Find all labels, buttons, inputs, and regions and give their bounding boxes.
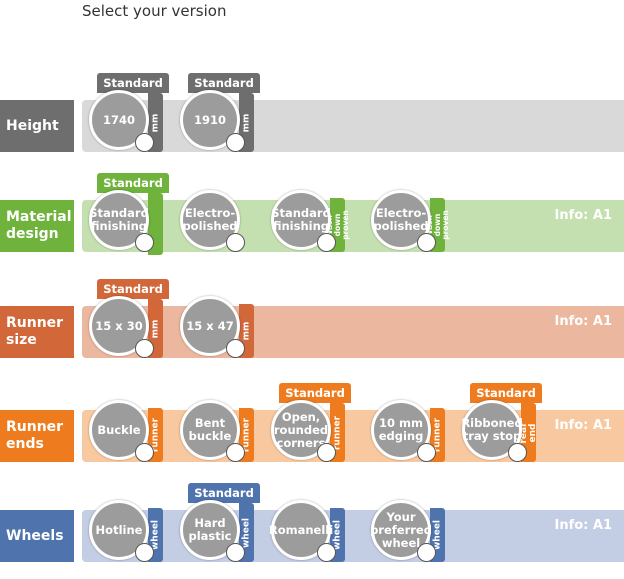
- option-radio[interactable]: [135, 543, 154, 562]
- option-label: Your preferred wheel: [370, 509, 432, 550]
- option-label: 1740: [102, 112, 135, 127]
- option-disc[interactable]: Open, rounded corners: [271, 400, 331, 460]
- option-disc[interactable]: Standard finishing: [271, 190, 331, 250]
- info-link[interactable]: Info: A1: [554, 314, 612, 329]
- option-height-2[interactable]: Standard mm 1910: [173, 73, 261, 152]
- option-label: Buckle: [97, 422, 141, 437]
- standard-badge: Standard: [470, 383, 542, 403]
- option-radio[interactable]: [226, 443, 245, 462]
- row-label-text: Height: [6, 117, 59, 134]
- option-radio[interactable]: [417, 543, 436, 562]
- row-band-height: [82, 100, 624, 152]
- option-disc[interactable]: Bent buckle: [180, 400, 240, 460]
- standard-badge: Standard: [97, 173, 169, 193]
- option-radio[interactable]: [417, 443, 436, 462]
- option-label: Romanelli: [268, 522, 334, 537]
- row-height: Height Standard mm 1740 Standard mm 1910: [0, 73, 624, 152]
- option-wheels-2[interactable]: Standard wheel Hard plastic: [173, 483, 261, 562]
- option-label: Hard plastic: [188, 516, 232, 543]
- row-label-runner_ends: Runner ends: [0, 410, 74, 462]
- row-band-material: [82, 200, 624, 252]
- row-label-runner_size: Runner size: [0, 306, 74, 358]
- standard-badge: Standard: [279, 383, 351, 403]
- row-band-runner_size: [82, 306, 624, 358]
- option-label: Electro- polished: [373, 206, 429, 233]
- option-label: Open, rounded corners: [273, 409, 329, 450]
- option-tab-text: runner: [332, 415, 342, 450]
- standard-badge: Standard: [97, 73, 169, 93]
- option-radio[interactable]: [135, 339, 154, 358]
- info-link[interactable]: Info: A1: [554, 418, 612, 433]
- option-height-1[interactable]: Standard mm 1740: [82, 73, 170, 152]
- row-wheels: Wheels Info: A1 wheel Hotline Standard wheel H…: [0, 483, 624, 562]
- option-label: Standard finishing: [89, 206, 149, 233]
- option-radio[interactable]: [226, 339, 245, 358]
- option-label: Electro- polished: [182, 206, 238, 233]
- option-tab-text: wheel: [241, 517, 251, 548]
- row-label-height: Height: [0, 100, 74, 152]
- option-material-2[interactable]: Electro- polished: [173, 190, 261, 252]
- option-radio[interactable]: [135, 443, 154, 462]
- row-label-text: Material design: [6, 209, 72, 242]
- option-disc[interactable]: Hotline: [89, 500, 149, 560]
- option-radio[interactable]: [226, 233, 245, 252]
- option-radio[interactable]: [417, 233, 436, 252]
- row-label-material: Material design: [0, 200, 74, 252]
- row-label-wheels: Wheels: [0, 510, 74, 562]
- option-radio[interactable]: [226, 543, 245, 562]
- row-label-text: Wheels: [6, 527, 64, 544]
- option-radio[interactable]: [317, 443, 336, 462]
- option-label: 15 x 47: [186, 318, 234, 333]
- option-tab-text: wheel: [150, 519, 160, 551]
- info-link[interactable]: Info: A1: [554, 518, 612, 533]
- row-runner_size: Runner size Info: A1 Standard mm 15 x 30 mm 15…: [0, 279, 624, 358]
- option-label: 15 x 30: [95, 318, 143, 333]
- page-title: Select your version: [82, 2, 227, 20]
- option-radio[interactable]: [508, 443, 527, 462]
- option-label: 1910: [193, 112, 226, 127]
- option-label: Hotline: [95, 522, 143, 537]
- option-tab-text: mm: [241, 321, 251, 341]
- option-disc[interactable]: Your preferred wheel: [370, 500, 432, 560]
- standard-badge: Standard: [188, 483, 260, 503]
- row-label-text: Runner ends: [6, 419, 64, 452]
- option-label: Bent buckle: [188, 416, 232, 443]
- option-radio[interactable]: [226, 133, 245, 152]
- option-tab-text: mm: [150, 319, 160, 338]
- option-radio[interactable]: [135, 133, 154, 152]
- option-runner_size-2[interactable]: mm 15 x 47: [173, 296, 261, 358]
- option-runner_size-1[interactable]: Standard mm 15 x 30: [82, 279, 170, 358]
- option-radio[interactable]: [135, 233, 154, 252]
- option-tab-text: mm: [150, 113, 160, 132]
- option-disc[interactable]: Ribboned tray stop: [461, 400, 523, 460]
- info-link[interactable]: Info: A1: [554, 208, 612, 223]
- row-label-text: Runner size: [6, 315, 64, 348]
- option-label: Standard finishing: [271, 206, 331, 233]
- row-band-wheels: [82, 510, 624, 562]
- option-radio[interactable]: [317, 233, 336, 252]
- standard-badge: Standard: [97, 279, 169, 299]
- option-label: 10 mm edging: [378, 416, 424, 443]
- option-radio[interactable]: [317, 543, 336, 562]
- option-wheels-1[interactable]: wheel Hotline: [82, 500, 170, 562]
- option-disc[interactable]: 10 mm edging: [371, 400, 431, 460]
- standard-badge: Standard: [188, 73, 260, 93]
- option-disc[interactable]: 15 x 30: [89, 296, 149, 356]
- option-tab-text: wheel: [332, 519, 342, 551]
- option-label: Ribboned tray stop: [461, 416, 523, 443]
- option-tab-text: mm: [241, 113, 251, 132]
- option-tab-text: wheel: [432, 519, 442, 551]
